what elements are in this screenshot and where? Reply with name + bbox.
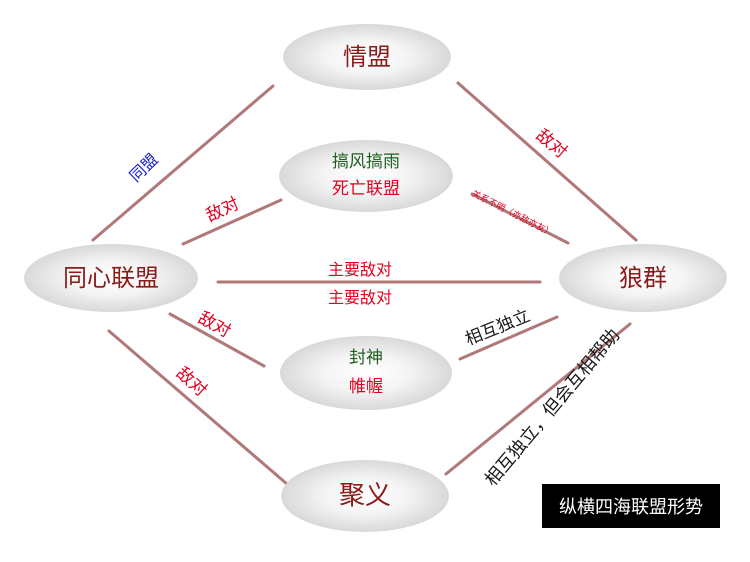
node-gaofeng-label: 搞风搞雨 [332, 152, 400, 172]
node-tongxin-label: 同心联盟 [63, 264, 159, 292]
line-fengshen-langqun [458, 315, 559, 361]
node-gaofeng-siwang: 搞风搞雨 死亡联盟 [279, 140, 453, 212]
line-tongxin-juyi [107, 329, 289, 486]
line-qingmeng-langqun [456, 81, 638, 242]
node-juyi-label: 聚义 [338, 481, 391, 511]
node-siwang-label: 死亡联盟 [332, 179, 400, 199]
line-tongxin-fengshen [168, 312, 266, 368]
line-tongxin-gaofeng [181, 198, 283, 246]
node-fengshen-weiwo: 封神 帷幄 [280, 336, 452, 410]
line-juyi-langqun [444, 322, 632, 476]
edge-label-main-enemy-bottom: 主要敌对 [328, 288, 393, 307]
node-fengshen-label: 封神 [349, 348, 383, 368]
node-juyi: 聚义 [281, 460, 449, 532]
line-qingmeng-tongxin [91, 84, 275, 242]
node-qingmeng-label: 情盟 [343, 43, 391, 71]
edge-label-main-enemy-top: 主要敌对 [328, 260, 393, 279]
diagram-caption: 纵横四海联盟形势 [542, 484, 720, 528]
node-qingmeng: 情盟 [283, 24, 451, 90]
node-weiwo-label: 帷幄 [349, 377, 383, 397]
node-tongxin: 同心联盟 [24, 244, 198, 312]
node-langqun-label: 狼群 [619, 264, 667, 292]
node-langqun: 狼群 [559, 244, 727, 312]
line-gaofeng-langqun [470, 192, 570, 245]
